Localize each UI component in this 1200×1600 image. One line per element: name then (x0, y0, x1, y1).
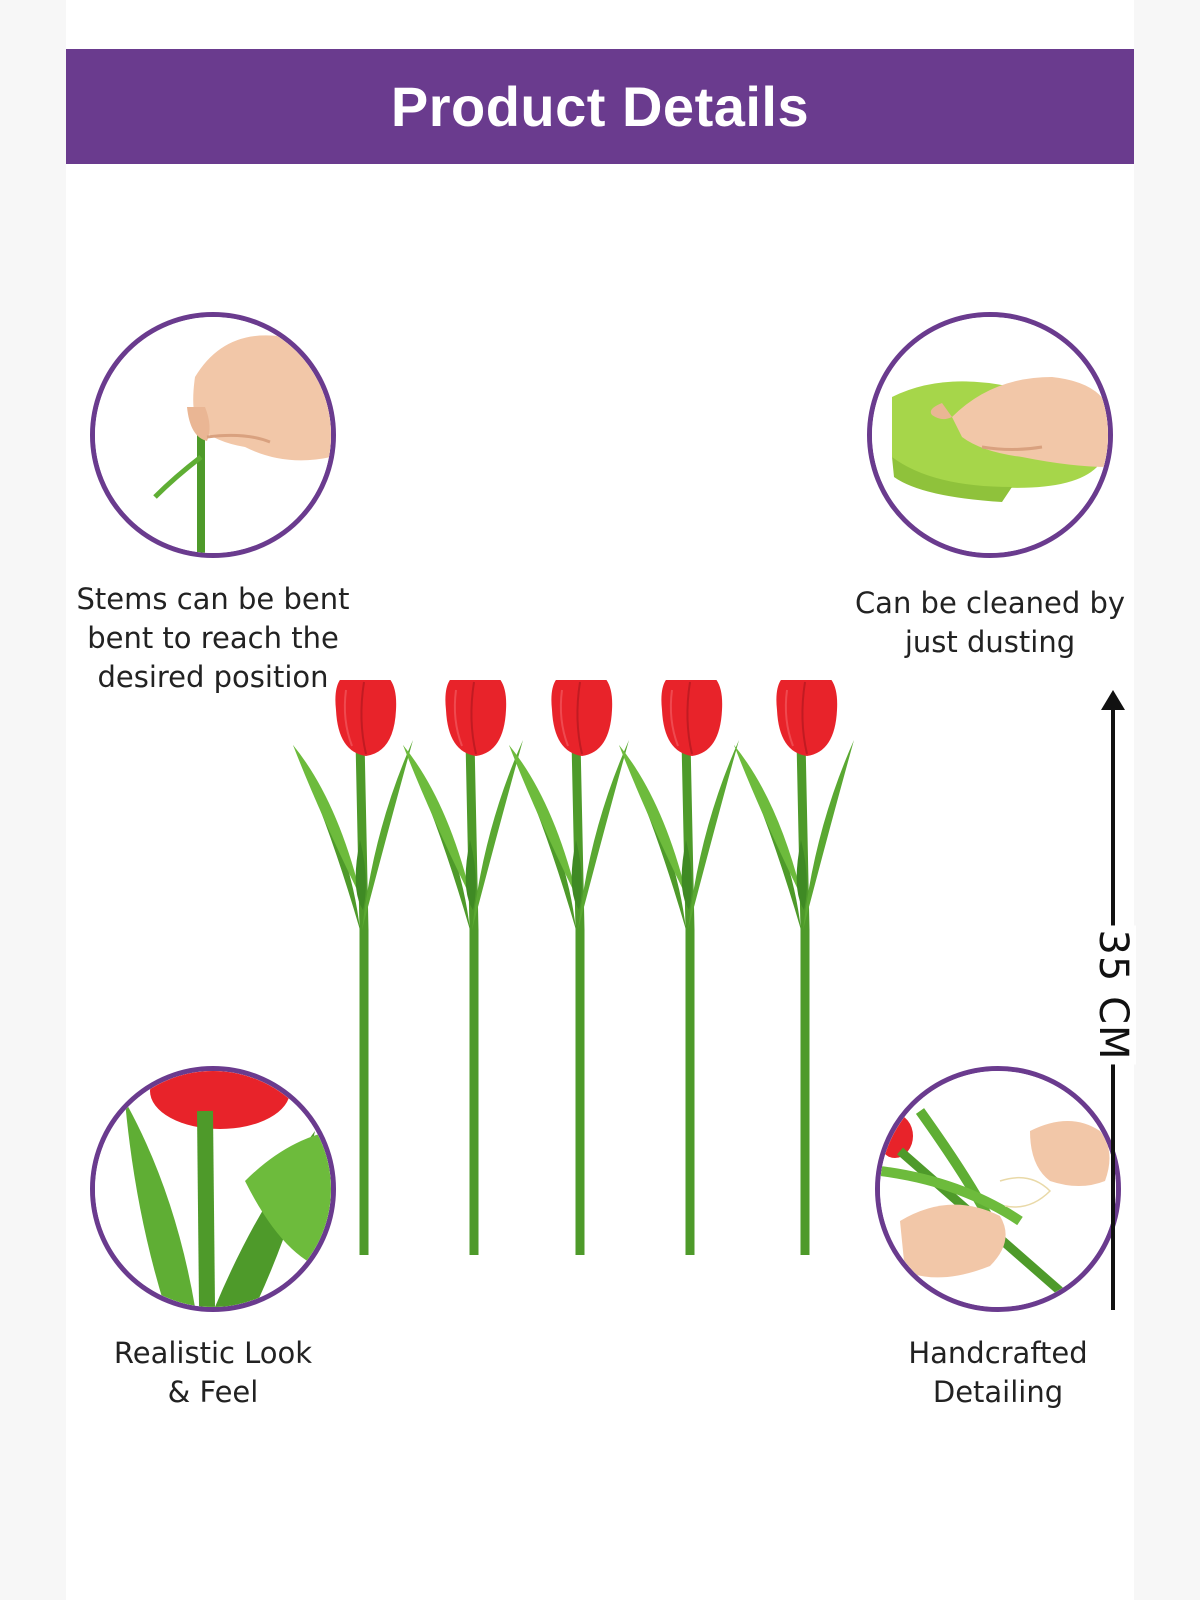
handcrafting-photo (875, 1066, 1121, 1312)
feature-caption: Can be cleaned by just dusting (825, 584, 1155, 662)
caption-line: & Feel (167, 1375, 259, 1409)
feature-caption: Realistic Look & Feel (48, 1334, 378, 1412)
tulip-bouquet-illustration (293, 680, 854, 1255)
hand-with-cloth-icon (872, 317, 1108, 553)
tulip-icon (619, 680, 739, 1255)
hand-bending-stem-icon (95, 317, 331, 553)
caption-line: Detailing (932, 1375, 1064, 1409)
feature-easy-cleaning: Can be cleaned by just dusting (825, 312, 1155, 662)
caption-line: bent to reach the (87, 621, 339, 655)
page-title: Product Details (390, 75, 810, 138)
caption-line: Handcrafted (908, 1336, 1088, 1370)
caption-line: Stems can be bent (76, 582, 350, 616)
header-banner: Product Details (66, 49, 1134, 164)
tulip-closeup-icon (95, 1071, 331, 1307)
feature-realistic-look: Realistic Look & Feel (48, 1066, 378, 1412)
tulip-closeup-photo (90, 1066, 336, 1312)
feature-bendable-stems: Stems can be bent bent to reach the desi… (48, 312, 378, 697)
bendable-stem-photo (90, 312, 336, 558)
height-measurement-label: 35 CM (1090, 925, 1136, 1065)
hands-crafting-icon (880, 1071, 1116, 1307)
caption-line: Realistic Look (113, 1336, 313, 1370)
tulip-icon (734, 680, 854, 1255)
page-background (66, 0, 1134, 1600)
tulip-icon (509, 680, 629, 1255)
tulip-icon (403, 680, 523, 1255)
caption-line: desired position (97, 660, 329, 694)
caption-line: just dusting (904, 625, 1076, 659)
cleaning-cloth-photo (867, 312, 1113, 558)
caption-line: Can be cleaned by (854, 586, 1126, 620)
feature-caption: Stems can be bent bent to reach the desi… (48, 580, 378, 697)
feature-handcrafted: Handcrafted Detailing (833, 1066, 1163, 1412)
tulip-icon (293, 680, 413, 1255)
feature-caption: Handcrafted Detailing (833, 1334, 1163, 1412)
